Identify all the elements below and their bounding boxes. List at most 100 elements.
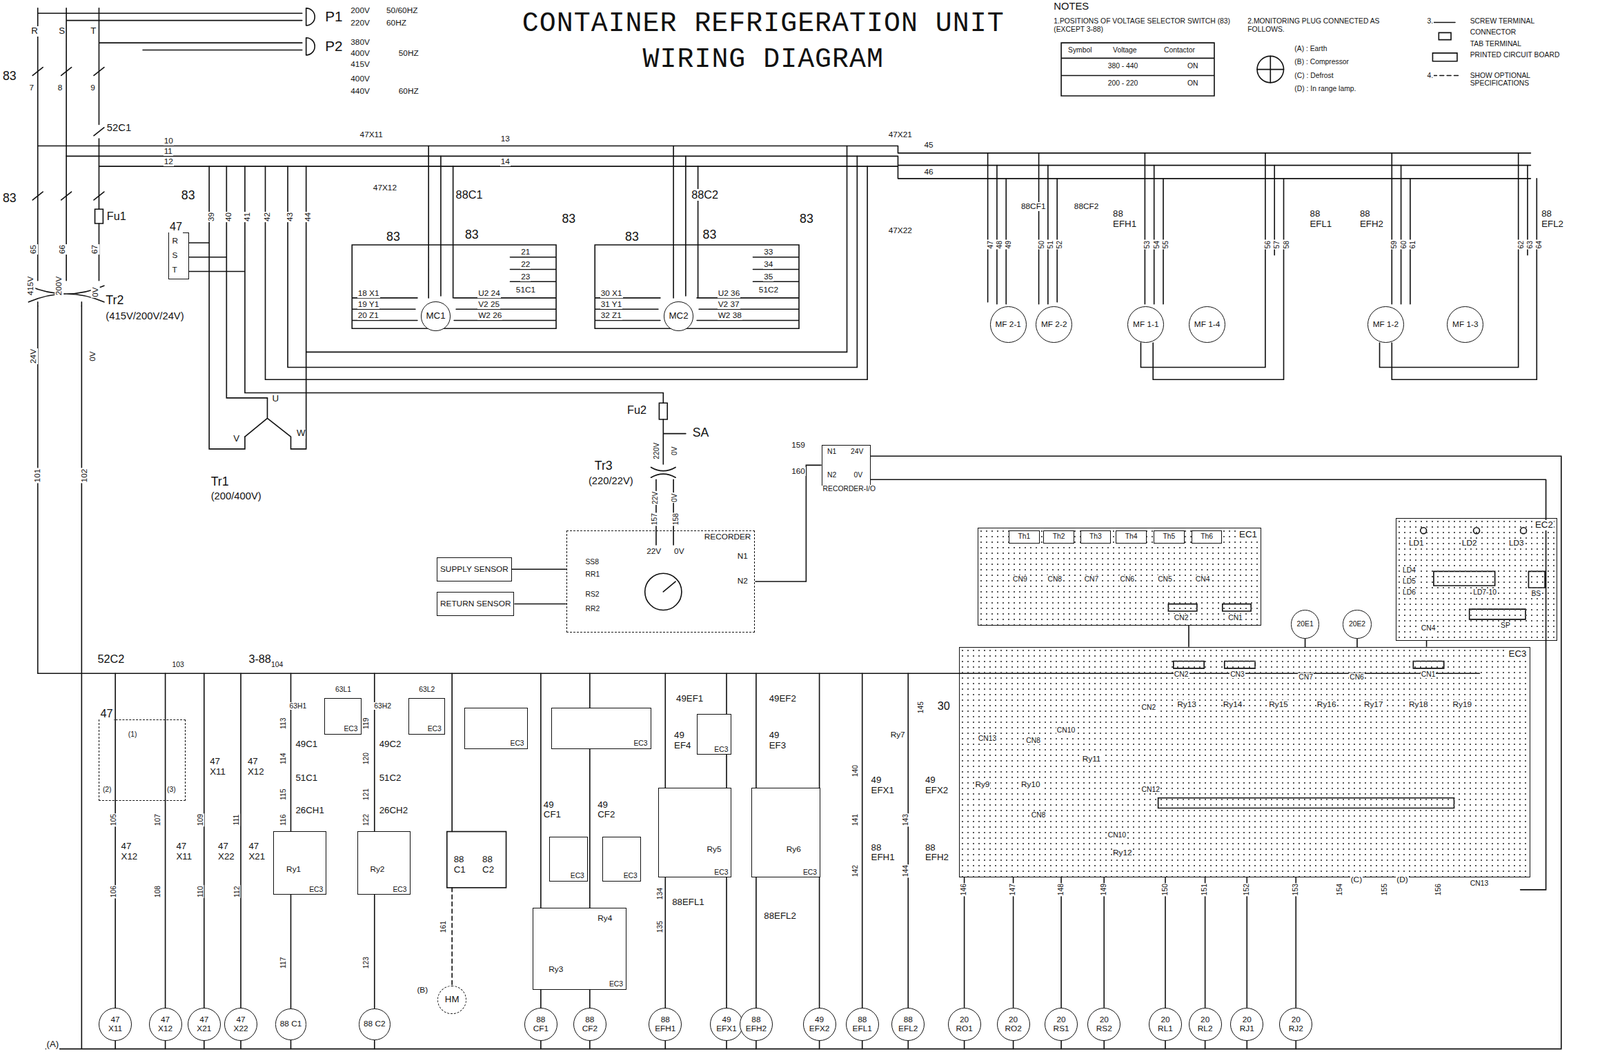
node-text: EC3 (608, 980, 624, 989)
wire-label: 119 (361, 716, 370, 730)
wire-label: 63 (1526, 240, 1534, 250)
node-text: 20 RO1 (952, 1015, 977, 1034)
recorder-needle (663, 581, 676, 592)
wire-label: LD5 (1401, 577, 1417, 586)
wire-label: 51C2 (378, 773, 403, 784)
node-text: 47 (169, 220, 183, 234)
fan-motor: MF 1-2 (1367, 306, 1405, 343)
wire-label: Fu1 (106, 210, 127, 223)
wire-label: 415V (26, 275, 36, 297)
wire-label: 88 C2 (481, 854, 500, 875)
wire-label: 134 (655, 887, 664, 901)
board-section: EC3 (324, 698, 361, 735)
wire-label: 49 EFX1 (870, 775, 895, 796)
wire-label: 60 (1399, 240, 1408, 250)
wire-label: Ry4 (596, 914, 613, 924)
wire-label: 88EFL2 (763, 911, 797, 922)
switch-contacts (32, 67, 105, 201)
node-text: 47 X12 (153, 1015, 179, 1034)
board-section: EC3 (602, 836, 641, 882)
node-text: Th4 (1124, 532, 1139, 541)
wire-label: N2 (826, 471, 837, 479)
wire-label: 57 (1272, 240, 1281, 250)
wire-label: U2 36 (717, 289, 742, 299)
wire-label: 220V (349, 18, 371, 28)
wire-label: Contactor (1163, 46, 1196, 54)
thermistor-connector: Th3 (1080, 530, 1111, 544)
plug-cross (1257, 55, 1284, 83)
wire-label: CN8 (1030, 811, 1047, 819)
wire-label: 104 (270, 660, 284, 669)
wire-label: LD6 (1401, 588, 1417, 597)
node-text: 88 EFL1 (850, 1015, 875, 1034)
wire-label: BS (1530, 589, 1542, 598)
compressor-motor: MC1 (420, 301, 450, 331)
wire-label: 26CH2 (378, 805, 409, 817)
wire-label: 123 (362, 956, 370, 970)
wire-label: RR2 (584, 605, 601, 613)
wire-label: (C) : Defrost (1293, 71, 1334, 80)
wire (1426, 640, 1428, 648)
wire-label: LD4 (1401, 566, 1417, 575)
wire-label: 13 (500, 134, 511, 144)
wire-label: 11 (163, 146, 174, 156)
wire-label: Symbol (1067, 46, 1093, 54)
wire-label: 145 (916, 701, 925, 715)
node-text: 20 RS1 (1048, 1015, 1074, 1034)
wire-label: (415V/200V/24V) (104, 310, 185, 322)
wire-label: NOTES (1052, 0, 1090, 12)
wire-label: Ry2 (369, 865, 385, 875)
wire-label: 159 (790, 440, 806, 450)
board-section: EC3 (696, 714, 732, 755)
wire-label: 20 Z1 (357, 311, 380, 321)
coil-circle: 49 EFX2 (803, 1008, 837, 1042)
board-section: EC3 (408, 698, 446, 735)
wire-label: 116 (278, 814, 287, 828)
wire-label: CN6 (1348, 673, 1365, 681)
wire-label: 22V (645, 547, 662, 557)
wire-label: 0V (670, 445, 679, 457)
wire-label: 0V (673, 547, 685, 557)
wire-label: 400V (349, 48, 371, 58)
wire-label: 18 X1 (357, 289, 381, 299)
wire-label: 88C1 (455, 189, 484, 202)
wire-label: Ry1 (285, 865, 302, 875)
wire-label: 26CH1 (294, 805, 325, 817)
wire-label: P2 (324, 38, 343, 55)
wire-label: 19 Y1 (357, 300, 381, 310)
wire-label: 51C1 (294, 773, 319, 784)
wire-label: 200V (349, 6, 371, 16)
notes-table (1061, 42, 1215, 96)
mc1-terminals (351, 146, 557, 330)
wire-label: 66 (57, 244, 67, 255)
wire-label: 88 EFH2 (1359, 209, 1382, 230)
coil-circle: 20 RS1 (1044, 1008, 1078, 1042)
wire-label: 47 X12 (247, 756, 268, 777)
wire-label: 83 (464, 228, 480, 243)
board-section: EC3 (751, 787, 822, 878)
node-text: 49 EFX1 (714, 1015, 739, 1034)
wire (754, 465, 822, 582)
wire-label: 61 (1408, 240, 1417, 250)
wire-label: 88 EFH1 (1112, 209, 1135, 230)
wire-label: 53 (1143, 240, 1151, 250)
wire-label: Ry18 (1408, 700, 1429, 710)
wire-label: 440V (349, 86, 371, 96)
wire-label: 88CF1 (1020, 202, 1047, 212)
wire-label: 102 (80, 468, 90, 484)
wire-label: 30 X1 (600, 289, 624, 299)
wire-label: 113 (278, 716, 287, 730)
sensor-box: SUPPLY SENSOR (436, 557, 512, 582)
node-text: 88 CF2 (577, 1015, 603, 1034)
wire-label: T (171, 265, 178, 275)
node-text: MF 1-3 (1451, 320, 1479, 330)
wire-label: (2) (102, 785, 113, 794)
node-text: Th6 (1199, 532, 1214, 541)
wire-label: 380V (349, 37, 371, 47)
wire-label: 63H1 (289, 702, 308, 710)
wire-label: Fu2 (626, 404, 648, 417)
board-section: EC3 (464, 707, 528, 749)
control-wires (115, 673, 908, 1011)
node-text: EC3 (802, 868, 818, 877)
wire-label: 63L1 (334, 685, 352, 694)
